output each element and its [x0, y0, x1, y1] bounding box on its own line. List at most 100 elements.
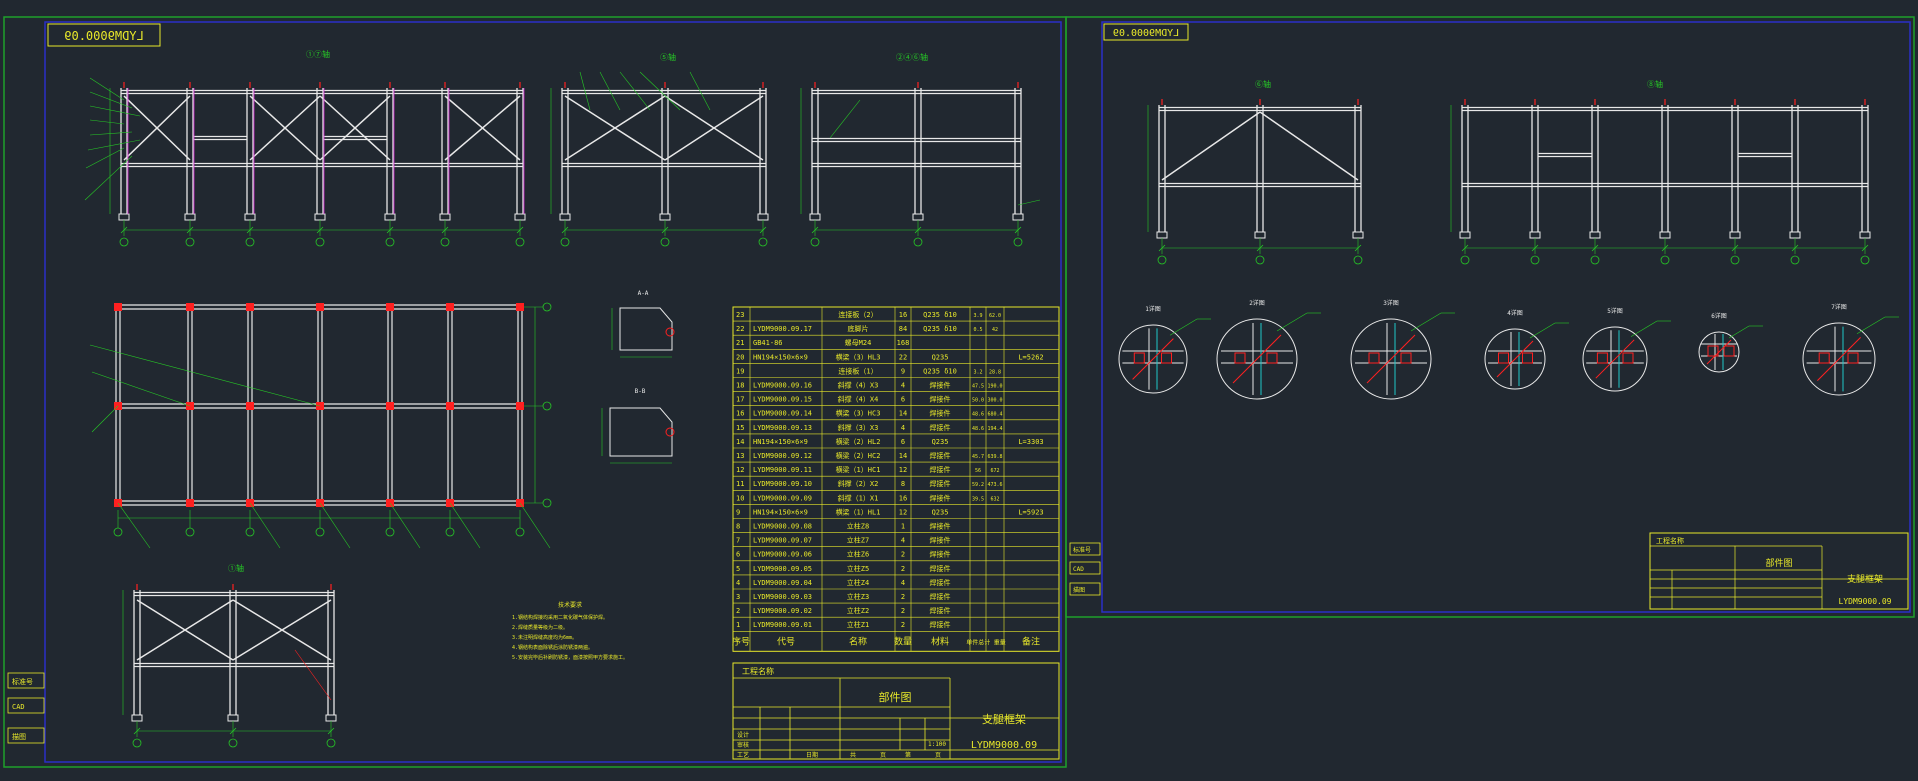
- plan-column: [516, 303, 524, 311]
- elevation-axis-6: [1147, 99, 1364, 265]
- bom-cell: 47.5: [972, 384, 984, 390]
- dimension-tick: [1591, 244, 1599, 252]
- bom-cell: 焊接件: [930, 423, 951, 432]
- axis-bubble: [542, 302, 552, 312]
- bom-cell: 39.5: [972, 496, 984, 502]
- plan-column: [316, 303, 324, 311]
- view-title-6: ⑧轴: [1647, 79, 1663, 89]
- plan-column: [386, 303, 394, 311]
- bom-cell: HN194×150×6×9: [753, 508, 808, 516]
- leader-line: [319, 502, 351, 549]
- bom-cell: Q235: [932, 508, 949, 516]
- bom-cell: LYDM9000.09.13: [753, 424, 812, 432]
- plan-column: [246, 303, 254, 311]
- axis-bubble: [1530, 255, 1540, 265]
- plan-column: [114, 303, 122, 311]
- bom-cell: 9: [901, 367, 905, 375]
- bom-cell: LYDM9000.09.11: [753, 466, 812, 474]
- column-base: [659, 213, 671, 221]
- column-base: [809, 213, 821, 221]
- bom-cell: LYDM9000.09.09: [753, 494, 812, 502]
- bom-cell: Q235 δ10: [923, 367, 957, 375]
- bom-cell: LYDM9000.09.04: [753, 579, 812, 587]
- leader-line: [84, 155, 133, 201]
- leader-line: [117, 502, 151, 549]
- column-base: [131, 714, 143, 722]
- tb1-role-4: 日期: [806, 751, 818, 759]
- bom-cell: 2: [901, 593, 905, 601]
- leader-line: [89, 344, 321, 407]
- bom-cell: 立柱Z7: [847, 536, 869, 545]
- detail-plate: [1596, 352, 1608, 364]
- elevation-axis-1-bottom: [122, 584, 337, 748]
- plan-column: [186, 303, 194, 311]
- bom-cell: 473.6: [987, 482, 1002, 488]
- tb1-sheet-3: 第: [905, 751, 911, 759]
- dimension-tick: [1158, 244, 1166, 252]
- dimension-tick: [1861, 244, 1869, 252]
- leader-line: [249, 502, 281, 549]
- leader-line: [89, 105, 141, 117]
- bom-cell: 斜撑（4）X3: [838, 381, 879, 390]
- dimension-tick: [186, 226, 194, 234]
- bom-cell: 18: [736, 382, 744, 390]
- section-views: [601, 307, 675, 464]
- axis-bubble: [315, 527, 325, 537]
- axis-bubble: [1790, 255, 1800, 265]
- notes-title: 技术要求: [558, 601, 582, 609]
- bom-cell: 168: [897, 339, 910, 347]
- dimension-tick: [1461, 244, 1469, 252]
- sheet2-title-tag: LYDM9000.09: [1103, 23, 1189, 41]
- view-title-2: ⑤轴: [660, 52, 676, 62]
- bom-cell: 焊接件: [930, 493, 951, 502]
- brace: [1259, 111, 1359, 181]
- bom-cell: 立柱Z1: [847, 620, 869, 629]
- axis-bubble: [185, 237, 195, 247]
- bom-cell: 84: [899, 325, 907, 333]
- note-5: 5.安装完毕后补刷防锈漆，面漆按照甲方要求施工。: [512, 654, 628, 661]
- weld-leader: [1276, 312, 1308, 332]
- axis-bubble: [660, 237, 670, 247]
- bom-header-cell: 序号: [732, 635, 750, 647]
- elevation-axis-1-7: [84, 77, 526, 247]
- bom-cell: 2: [736, 607, 740, 615]
- bom-cell: 焊接件: [930, 592, 951, 601]
- bom-cell: 横梁（1）HL1: [836, 507, 881, 516]
- axis-bubble: [515, 527, 525, 537]
- bom-cell: 672: [990, 468, 999, 474]
- plan-column: [386, 402, 394, 410]
- plan-column: [246, 402, 254, 410]
- tb1-role-1: 设计: [737, 731, 749, 739]
- leader-line: [85, 147, 125, 169]
- dimension-tick: [441, 226, 449, 234]
- bom-cell: 5: [736, 565, 740, 573]
- dimension-tick: [661, 226, 669, 234]
- leader-line: [639, 71, 681, 111]
- bom-cell: 连接板（1）: [838, 366, 877, 375]
- dimension-tick: [246, 226, 254, 234]
- detail-circle: [1350, 318, 1432, 400]
- bom-cell: 横梁（1）HC1: [836, 465, 881, 474]
- bom-cell: 12: [899, 466, 907, 474]
- detail-circle: [1698, 331, 1740, 373]
- bom-cell: 14: [899, 410, 907, 418]
- axis-bubble: [185, 527, 195, 537]
- dimension-tick: [1354, 244, 1362, 252]
- weld-leader: [1856, 316, 1886, 335]
- bom-cell: 4: [901, 382, 905, 390]
- tb2-drawing-no: LYDM9000.09: [1839, 597, 1892, 606]
- sheet1-title-block: 工程名称 部件图 支腿框架 LYDM9000.09 1:100 设计 审核 工艺…: [732, 662, 1060, 760]
- column-base: [1012, 213, 1024, 221]
- column-base: [244, 213, 256, 221]
- column-base: [1589, 231, 1601, 239]
- column-base: [912, 213, 924, 221]
- bom-cell: 42: [992, 327, 998, 333]
- leader-line: [89, 119, 125, 125]
- tb1-role-2: 审核: [737, 741, 749, 749]
- bom-cell: LYDM9000.09.14: [753, 410, 812, 418]
- bom-cell: 焊接件: [930, 522, 951, 531]
- note-3: 3.未注明焊缝高度均为6mm。: [512, 634, 577, 641]
